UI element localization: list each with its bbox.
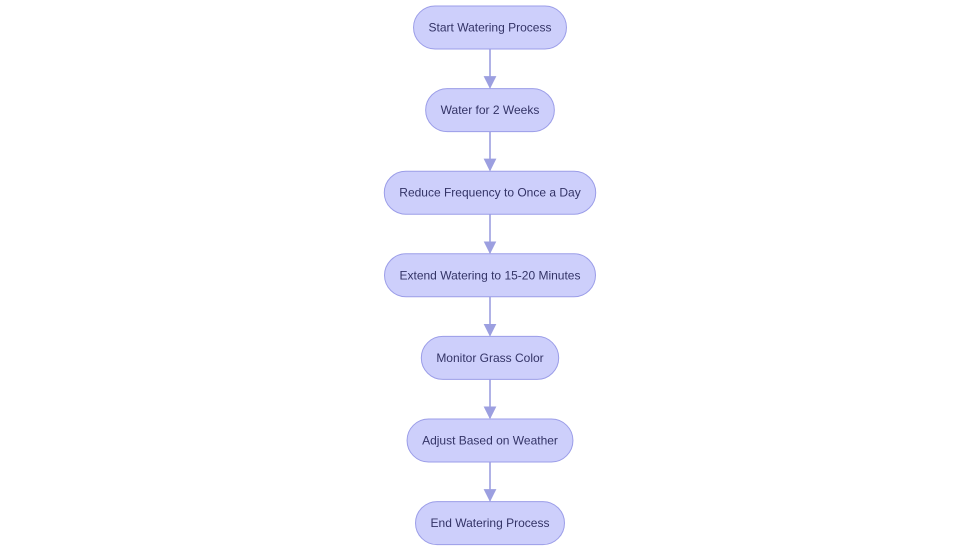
node-box [420, 335, 560, 380]
node-label: End Watering Process [431, 516, 550, 530]
node-label: Start Watering Process [429, 21, 552, 35]
node-monitor-grass: Monitor Grass Color [420, 335, 560, 380]
node-label: Reduce Frequency to Once a Day [399, 186, 580, 200]
node-box [406, 418, 574, 463]
node-box [425, 88, 555, 133]
node-end: End Watering Process [415, 501, 565, 546]
node-start: Start Watering Process [413, 5, 567, 50]
node-box [384, 253, 596, 298]
node-label: Water for 2 Weeks [441, 103, 540, 117]
node-extend-watering: Extend Watering to 15-20 Minutes [384, 253, 596, 298]
node-label: Adjust Based on Weather [422, 434, 558, 448]
node-box [413, 5, 567, 50]
node-water-2-weeks: Water for 2 Weeks [425, 88, 555, 133]
node-label: Monitor Grass Color [436, 351, 543, 365]
node-adjust-weather: Adjust Based on Weather [406, 418, 574, 463]
node-box [383, 170, 597, 215]
node-box [415, 501, 565, 546]
node-label: Extend Watering to 15-20 Minutes [400, 268, 581, 282]
node-reduce-frequency: Reduce Frequency to Once a Day [383, 170, 597, 215]
